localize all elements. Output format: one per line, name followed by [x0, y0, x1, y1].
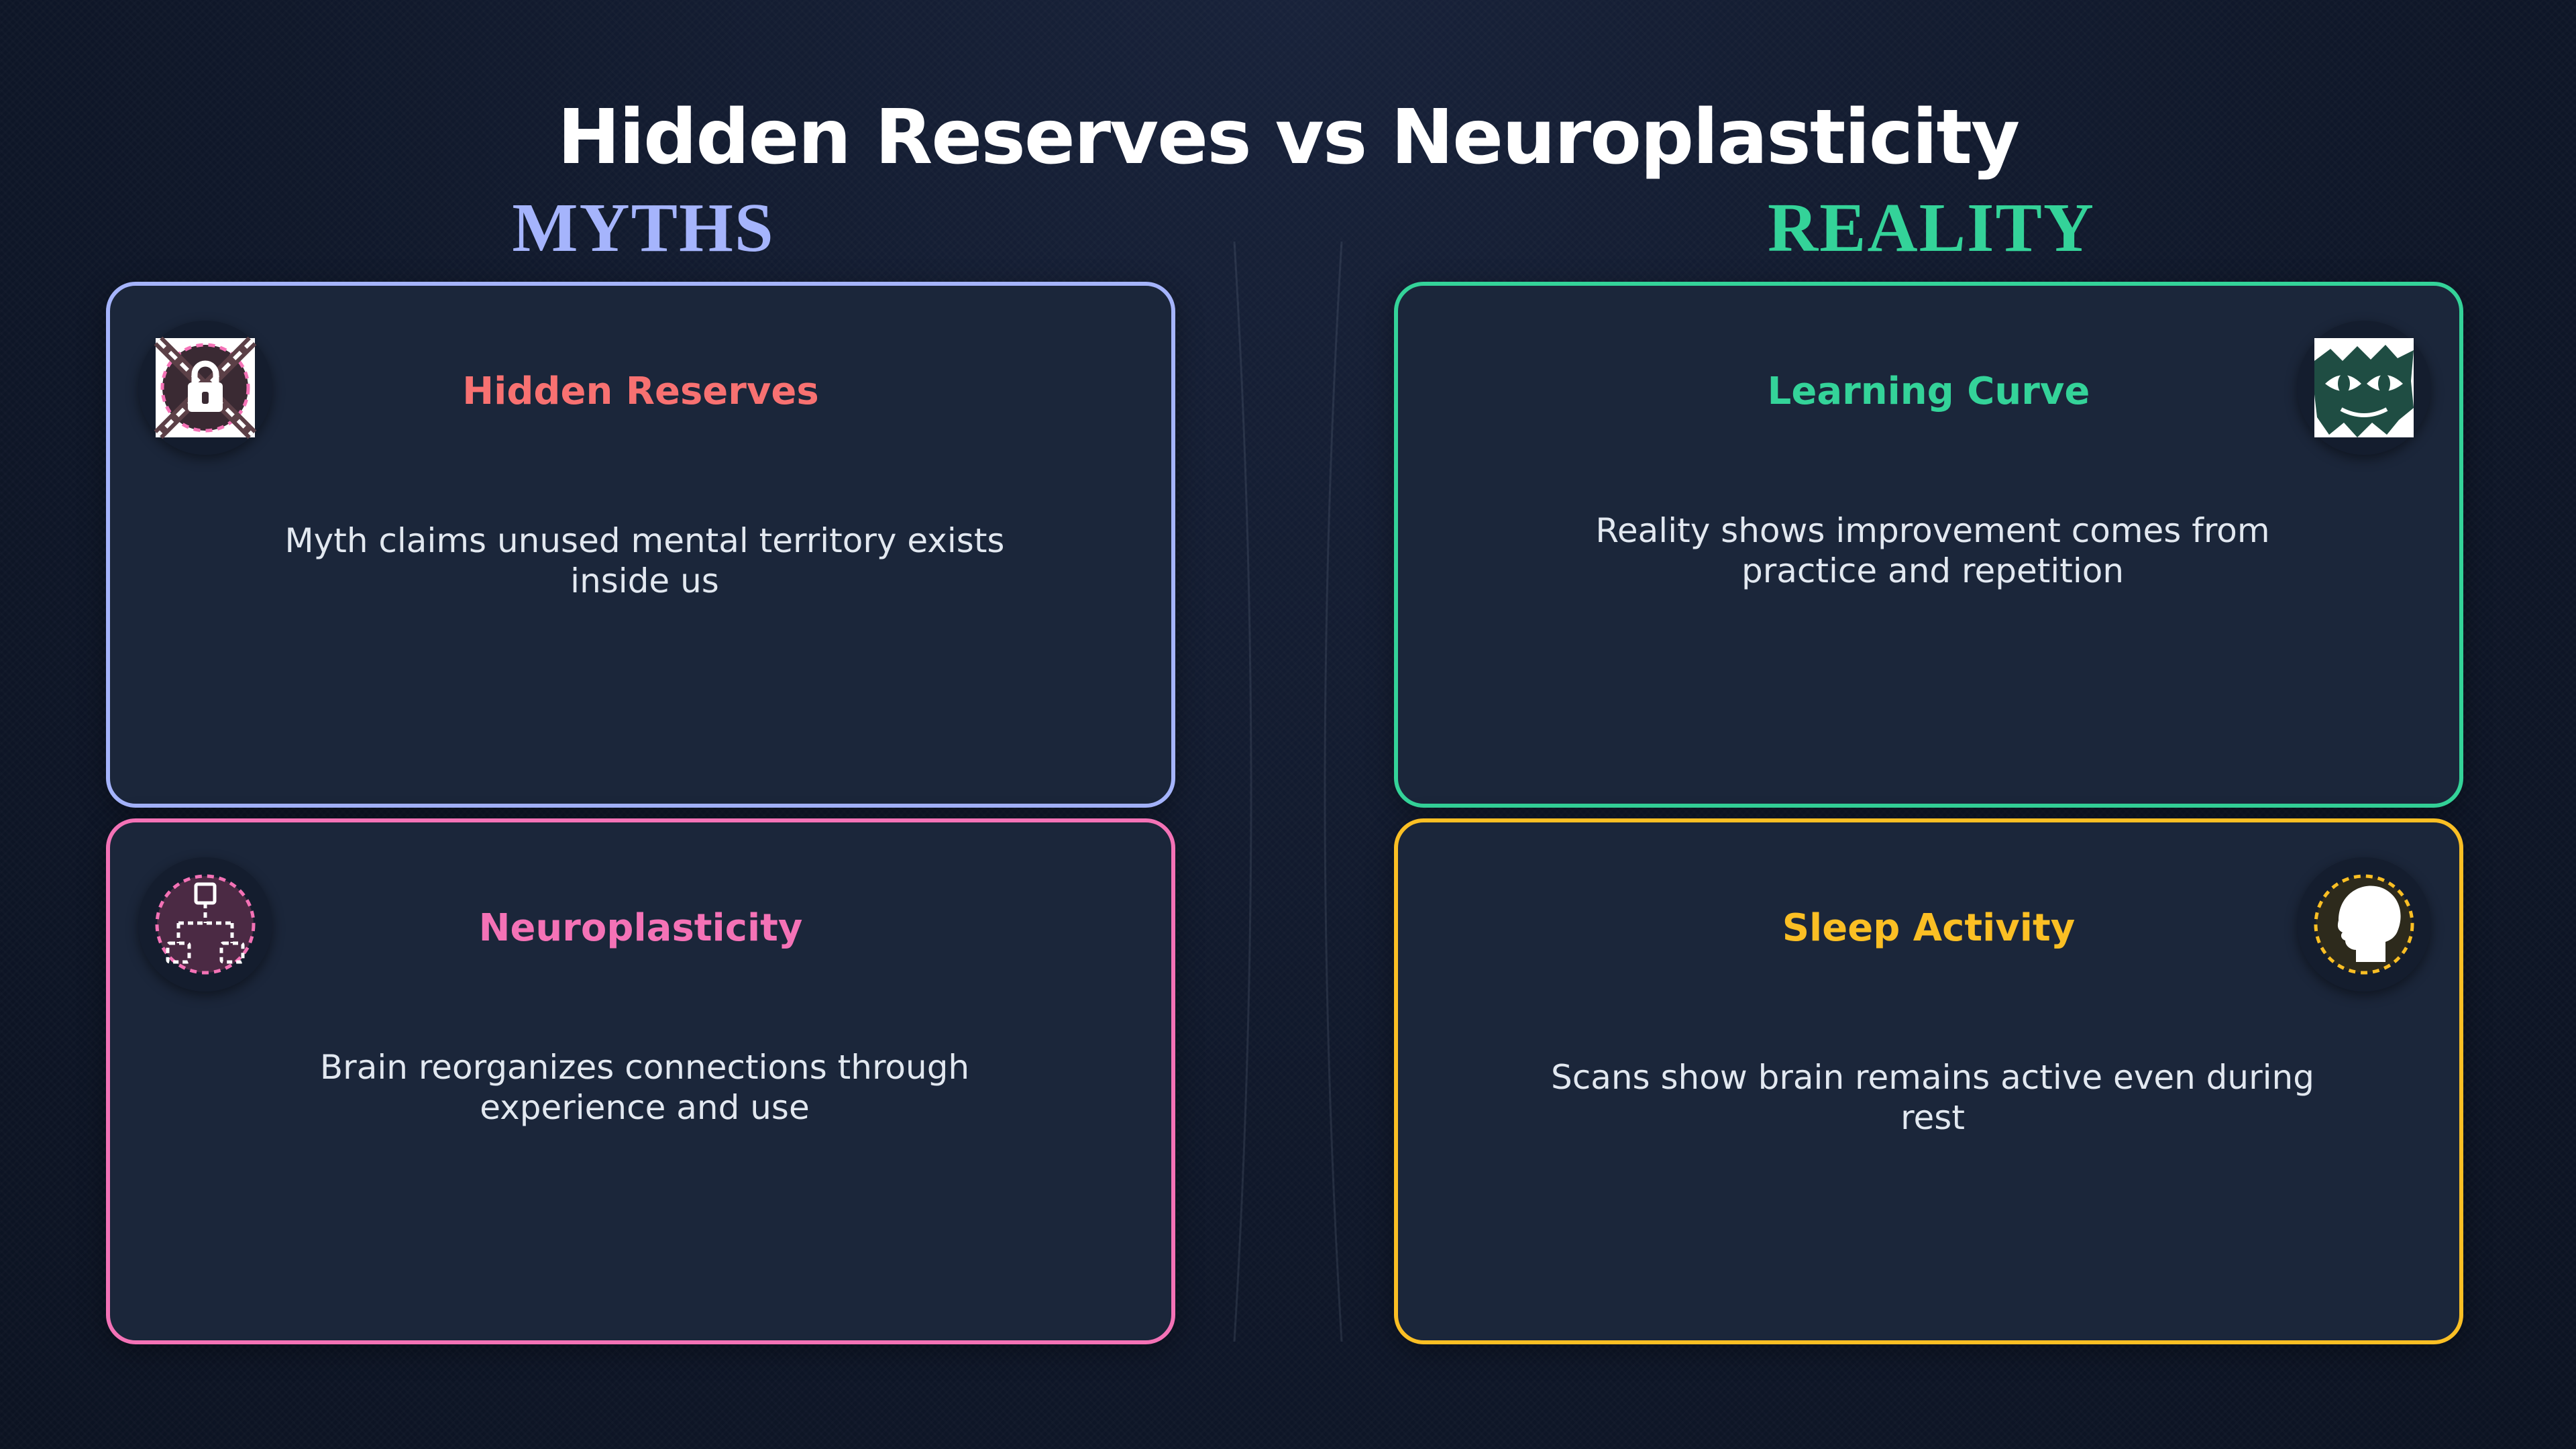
- card-text: Reality shows improvement comes from pra…: [1595, 511, 2270, 590]
- card-neuroplasticity: Neuroplasticity Brain reorganizes connec…: [106, 818, 1175, 1344]
- card-text: Brain reorganizes connections through ex…: [319, 1048, 970, 1127]
- page-title: Hidden Reserves vs Neuroplasticity: [557, 94, 2020, 181]
- card-learning-curve: Learning Curve Reality shows improvement…: [1394, 282, 2463, 808]
- network-diagram-icon: [138, 857, 272, 991]
- reality-heading: REALITY: [1768, 189, 2095, 266]
- padlock-chains-icon: [138, 321, 272, 455]
- card-text: Myth claims unused mental territory exis…: [284, 521, 1005, 600]
- card-text: Scans show brain remains active even dur…: [1551, 1058, 2314, 1137]
- card-hidden-reserves: Hidden Reserves Myth claims unused menta…: [106, 282, 1175, 808]
- head-silhouette-icon: [2297, 857, 2431, 991]
- myths-heading: MYTHS: [512, 189, 775, 266]
- cat-eyes-icon: [2297, 321, 2431, 455]
- card-title: Learning Curve: [1767, 370, 2090, 413]
- center-divider: [1233, 241, 1343, 1342]
- card-title: Sleep Activity: [1782, 906, 2076, 950]
- card-title: Neuroplasticity: [478, 906, 803, 950]
- card-title: Hidden Reserves: [462, 370, 819, 413]
- card-sleep-activity: Sleep Activity Scans show brain remains …: [1394, 818, 2463, 1344]
